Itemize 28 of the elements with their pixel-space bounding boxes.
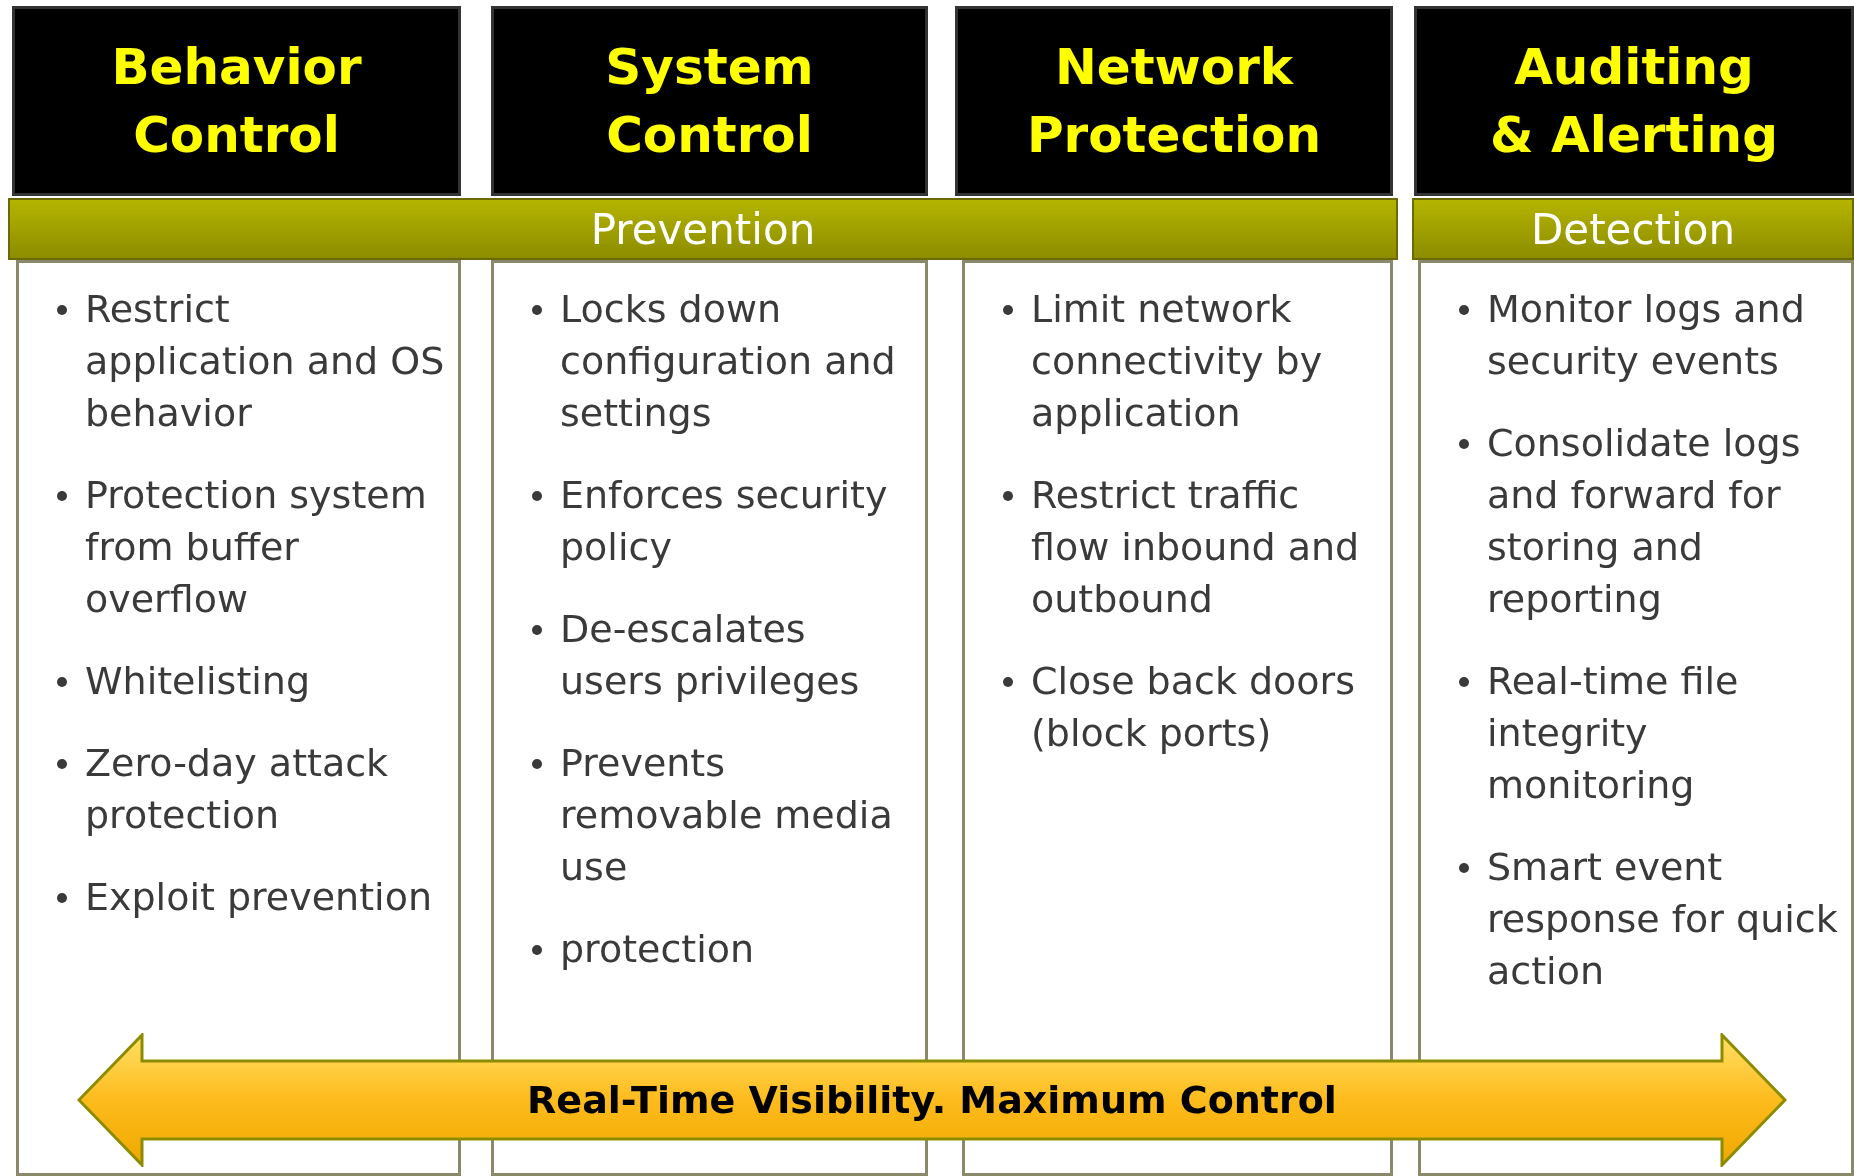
double-arrow-banner xyxy=(77,1033,1787,1167)
column-panel xyxy=(16,260,461,1176)
column-header: Behavior Control xyxy=(12,6,461,196)
bullet-text: Real-time file integrity monitoring xyxy=(1487,659,1739,807)
bullet-text: Protection system from buffer overflow xyxy=(85,473,427,621)
bullet-text: Locks down configuration and settings xyxy=(560,287,896,435)
bullet-text: Exploit prevention xyxy=(85,875,432,919)
bullet-text: Restrict application and OS behavior xyxy=(85,287,445,435)
column-panel xyxy=(1418,260,1854,1176)
bullet-text: De-escalates users privileges xyxy=(560,607,860,703)
section-band: Detection xyxy=(1412,198,1854,260)
bullet-text: protection xyxy=(560,927,755,971)
banner-label: Real-Time Visibility. Maximum Control xyxy=(527,1078,1337,1122)
bullet-text: Restrict traffic flow inbound and outbound xyxy=(1031,473,1360,621)
bullet-text: Limit network connectivity by application xyxy=(1031,287,1323,435)
bullet-text: Close back doors (block ports) xyxy=(1031,659,1356,755)
column-header: Auditing & Alerting xyxy=(1414,6,1854,196)
bullet-text: Enforces security policy xyxy=(560,473,888,569)
column-panel xyxy=(962,260,1393,1176)
bullet-text: Zero-day attack protection xyxy=(85,741,389,837)
column-header: System Control xyxy=(491,6,928,196)
bullet-text: Whitelisting xyxy=(85,659,311,703)
bullet-text: Prevents removable media use xyxy=(560,741,893,889)
bullet-text: Monitor logs and security events xyxy=(1487,287,1805,383)
column-header: Network Protection xyxy=(955,6,1393,196)
bullet-text: Consolidate logs and forward for storing and reporting xyxy=(1487,421,1801,621)
section-band: Prevention xyxy=(8,198,1398,260)
bullet-text: Smart event response for quick action xyxy=(1487,845,1838,993)
